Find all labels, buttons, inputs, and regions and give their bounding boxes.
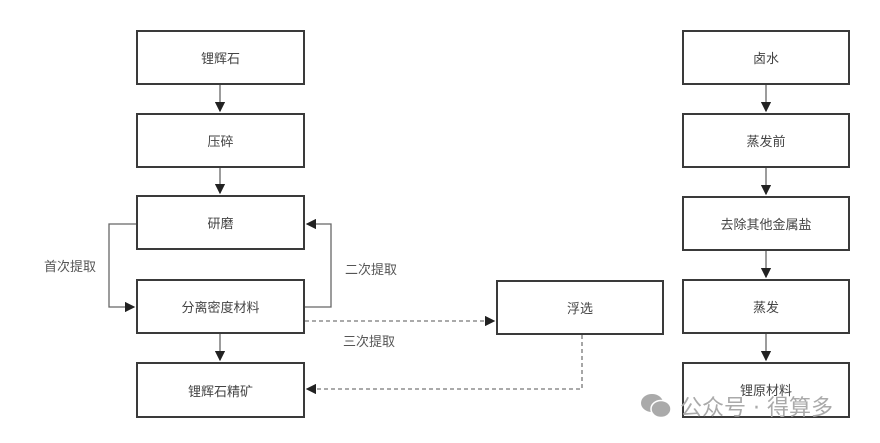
box-spodumene: 锂辉石 [136,30,305,85]
box-flotation: 浮选 [496,280,664,335]
label-third-extraction: 三次提取 [343,335,396,350]
label-first-extraction: 首次提取 [44,260,97,275]
box-grind: 研磨 [136,195,305,250]
box-crush: 压碎 [136,113,305,168]
box-spodumene-concentrate: 锂辉石精矿 [136,362,305,418]
box-pre-evaporation: 蒸发前 [682,113,850,168]
watermark: 公众号 · 得算多 [640,390,833,422]
box-evaporation: 蒸发 [682,279,850,334]
watermark-text: 公众号 · 得算多 [680,396,833,421]
box-density-separation: 分离密度材料 [136,279,305,334]
wechat-icon [641,394,672,419]
label-second-extraction: 二次提取 [345,263,398,278]
flotation-return-dashed [305,335,583,395]
box-lithium-raw-material: 锂原材料 [682,362,850,418]
box-remove-metal-salts: 去除其他金属盐 [682,196,850,251]
box-brine: 卤水 [682,30,850,85]
first-extraction-loop [108,223,136,313]
second-extraction-loop [305,218,332,308]
